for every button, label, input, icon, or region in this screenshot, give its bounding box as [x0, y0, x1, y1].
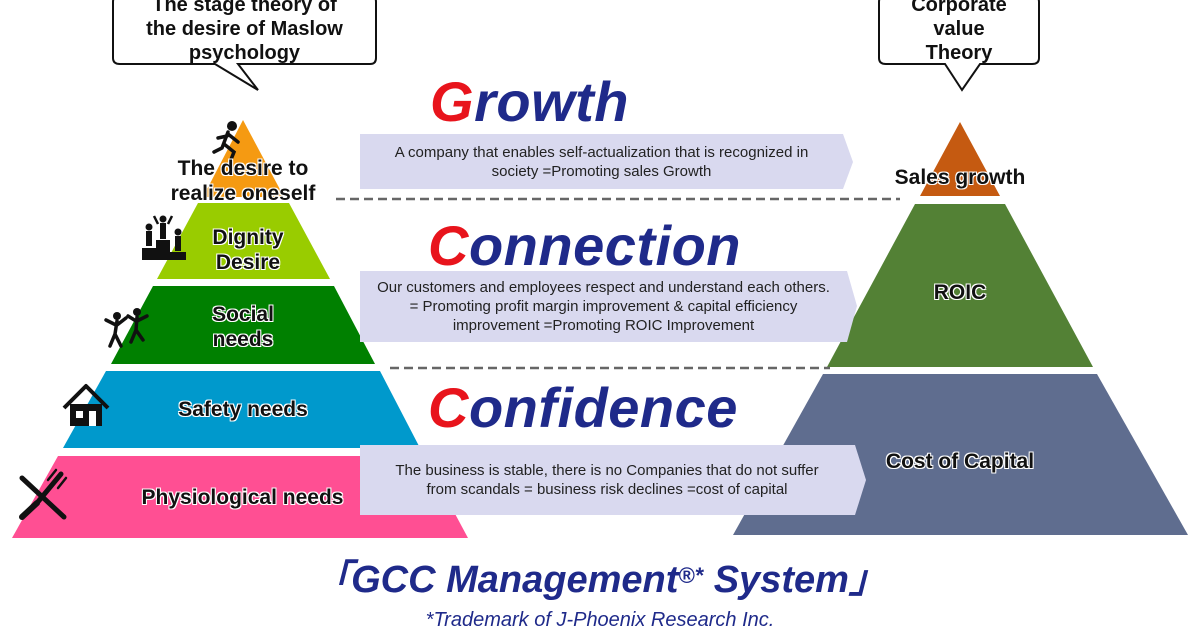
maslow-label-self-actualization: The desire to realize oneself	[170, 157, 316, 206]
system-title: 「GCC Management®* System」	[0, 558, 1200, 602]
connection-description: Our customers and employees respect and …	[377, 279, 830, 334]
right-callout-line-2: value	[933, 18, 985, 40]
title-open-bracket: 「	[313, 559, 352, 601]
maslow-label-safety: Safety needs	[178, 398, 308, 422]
connection-description-box	[360, 271, 857, 342]
left-callout-text: The stage theory of the desire of Maslow…	[113, 0, 376, 65]
maslow-layer-self-actualization	[203, 120, 284, 197]
confidence-description: The business is stable, there is no Comp…	[395, 462, 819, 498]
right-callout-line-1: Corporate	[911, 0, 1007, 16]
growth-initial: G	[430, 70, 475, 133]
value-label-sales-growth: Sales growth	[894, 166, 1026, 190]
fork-knife-icon	[19, 468, 68, 520]
value-layer-roic	[827, 204, 1093, 367]
maslow-label-physiological: Physiological needs	[141, 486, 344, 510]
growth-description-box	[360, 134, 853, 189]
maslow-label-social: Social needs	[212, 303, 274, 352]
connection-rest: onnection	[468, 214, 741, 277]
maslow-layer-social	[111, 286, 375, 364]
confidence-rest: onfidence	[468, 376, 738, 439]
maslow-layer-physiological	[12, 456, 468, 538]
right-callout-bubble	[878, 0, 1040, 92]
left-callout-line-2: the desire of Maslow	[146, 18, 343, 40]
title-close-bracket: 」	[848, 559, 887, 601]
house-icon	[62, 384, 110, 426]
connection-initial: C	[428, 214, 469, 277]
maslow-layer-dignity	[157, 203, 330, 279]
title-suffix: System	[703, 559, 849, 601]
left-callout-bubble	[112, 0, 377, 91]
growth-description: A company that enables self-actualizatio…	[394, 143, 809, 180]
title-text: GCC Management	[351, 559, 679, 601]
trademark-note: *Trademark of J-Phoenix Research Inc.	[425, 609, 775, 631]
maslow-layer-safety	[63, 371, 420, 448]
dancing-people-icon	[104, 308, 149, 348]
podium-icon	[142, 215, 186, 260]
growth-heading: Growth	[430, 72, 629, 132]
value-label-cost-of-capital: Cost of Capital	[885, 450, 1035, 474]
left-callout-line-3: psychology	[188, 42, 301, 64]
maslow-label-dignity: Dignity Desire	[212, 226, 284, 275]
confidence-description-box	[360, 445, 866, 515]
left-callout-line-1: The stage theory of	[152, 0, 337, 16]
confidence-heading: Confidence	[428, 378, 738, 438]
title-trademark-mark: ®*	[678, 563, 704, 588]
connection-heading: Connection	[428, 216, 741, 276]
runner-icon	[212, 121, 240, 164]
right-callout-text: Corporate value Theory	[879, 0, 1039, 65]
confidence-initial: C	[428, 376, 469, 439]
value-layer-sales-growth	[920, 122, 1000, 196]
value-label-roic: ROIC	[933, 281, 987, 305]
right-callout-line-3: Theory	[925, 42, 993, 64]
growth-rest: rowth	[474, 70, 629, 133]
